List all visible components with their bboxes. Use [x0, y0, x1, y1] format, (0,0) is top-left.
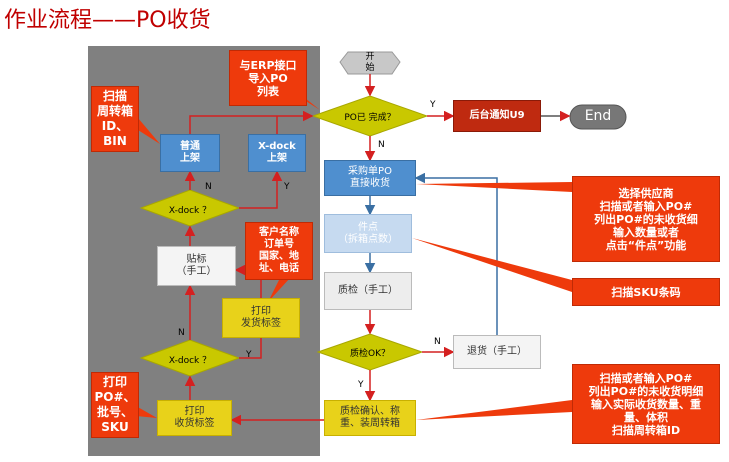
end-node: End [584, 108, 612, 124]
qc-yes-label: Y [358, 380, 364, 390]
start-shape [339, 51, 401, 75]
po-done-yes-label: Y [430, 100, 436, 110]
qc-confirm-box: 质检确认、称 重、装周转箱 [324, 400, 416, 436]
scan-sku-callout: 扫描SKU条码 [572, 278, 720, 306]
customer-info-callout: 客户名称 订单号 国家、地 址、电话 [245, 222, 313, 280]
normal-shelf-box: 普通 上架 [160, 134, 220, 172]
xdock2-yes-label: Y [246, 350, 252, 360]
po-done-decision: PO已 完成？ [344, 113, 396, 123]
erp-interface-callout: 与ERP接口 导入PO 列表 [229, 50, 307, 106]
xdock2-no-label: N [178, 328, 185, 338]
return-box: 退货（手工） [453, 335, 541, 369]
manual-label-box: 贴标 （手工） [157, 246, 236, 286]
qc-no-label: N [434, 337, 441, 347]
qc-manual-box: 质检（手工） [324, 272, 412, 310]
print-po-callout: 打印 PO#、 批号、 SKU [91, 372, 139, 438]
scan-po-callout: 扫描或者输入PO# 列出PO#的未收货明细 输入实际收货数量、重 量、体积 扫描… [572, 364, 720, 444]
xdock1-no-label: N [205, 182, 212, 192]
supplier-callout: 选择供应商 扫描或者输入PO# 列出PO#的未收货细 输入数量或者 点击“件点”… [572, 176, 720, 262]
scan-bin-callout: 扫描 周转箱 ID、 BIN [91, 86, 139, 152]
purchase-order-box: 采购单PO 直接收货 [324, 160, 416, 196]
xdock2-decision: X-dock ？ [168, 356, 212, 366]
xdock1-yes-label: Y [284, 182, 290, 192]
count-box: 件点 （拆箱点数） [324, 214, 412, 253]
print-receive-label-box: 打印 收货标签 [157, 400, 232, 436]
po-done-no-label: N [378, 140, 385, 150]
notify-u9-box: 后台通知U9 [453, 100, 541, 132]
page-title: 作业流程——PO收货 [4, 8, 211, 33]
qc-ok-decision: 质检OK？ [350, 349, 390, 359]
start-node: 开 始 [365, 52, 375, 73]
print-ship-label-box: 打印 发货标签 [222, 298, 300, 338]
xdock1-decision: X-dock ？ [168, 206, 212, 216]
xdock-shelf-box: X-dock 上架 [248, 134, 306, 172]
